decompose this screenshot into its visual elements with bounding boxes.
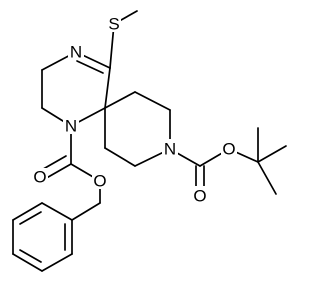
svg-text:N: N xyxy=(65,117,77,136)
molecule-structure-diagram: N N N S O O O O xyxy=(12,10,287,272)
svg-text:N: N xyxy=(164,140,176,159)
bond-tbu-methyl-right xyxy=(257,145,287,163)
bond-c2-c3 xyxy=(134,91,171,111)
svg-text:O: O xyxy=(93,172,106,191)
atom-label-piperidine-nitrogen: N xyxy=(162,139,178,159)
svg-text:N: N xyxy=(70,43,82,62)
atom-label-carbamate-nitrogen: N xyxy=(63,116,79,136)
bond-tbu-methyl-down xyxy=(257,161,277,195)
atom-label-carbonyl-oxygen-left: O xyxy=(32,168,48,187)
bond-spiro-c2 xyxy=(104,91,136,109)
atom-labels: N N N S O O O O xyxy=(32,14,237,206)
bond-c5-c6 xyxy=(104,147,136,167)
bond-phenyl-4-5-double xyxy=(19,249,42,263)
bond-spiro-imine-carbon xyxy=(104,67,111,109)
atom-label-ester-oxygen-right: O xyxy=(221,139,237,159)
svg-text:O: O xyxy=(193,187,206,206)
bond-phenyl-2-3 xyxy=(12,202,43,221)
bond-phenyl-2-3-double xyxy=(19,211,42,225)
atom-label-carbonyl-oxygen-right: O xyxy=(192,186,208,206)
atom-label-sulfur: S xyxy=(107,14,121,34)
svg-text:O: O xyxy=(33,168,46,187)
bond-phenyl-5-6 xyxy=(41,253,73,272)
bond-imine-double xyxy=(76,60,104,74)
bond-phenyl-4-5 xyxy=(12,253,43,272)
bond-phenyl-1-2 xyxy=(41,202,73,221)
atom-label-ester-oxygen-left: O xyxy=(92,171,108,191)
atom-label-imine-nitrogen: N xyxy=(68,42,84,62)
svg-text:O: O xyxy=(222,140,235,159)
bond-lines xyxy=(12,10,287,272)
svg-text:S: S xyxy=(108,15,119,34)
bond-ch2-phenyl xyxy=(71,202,101,221)
